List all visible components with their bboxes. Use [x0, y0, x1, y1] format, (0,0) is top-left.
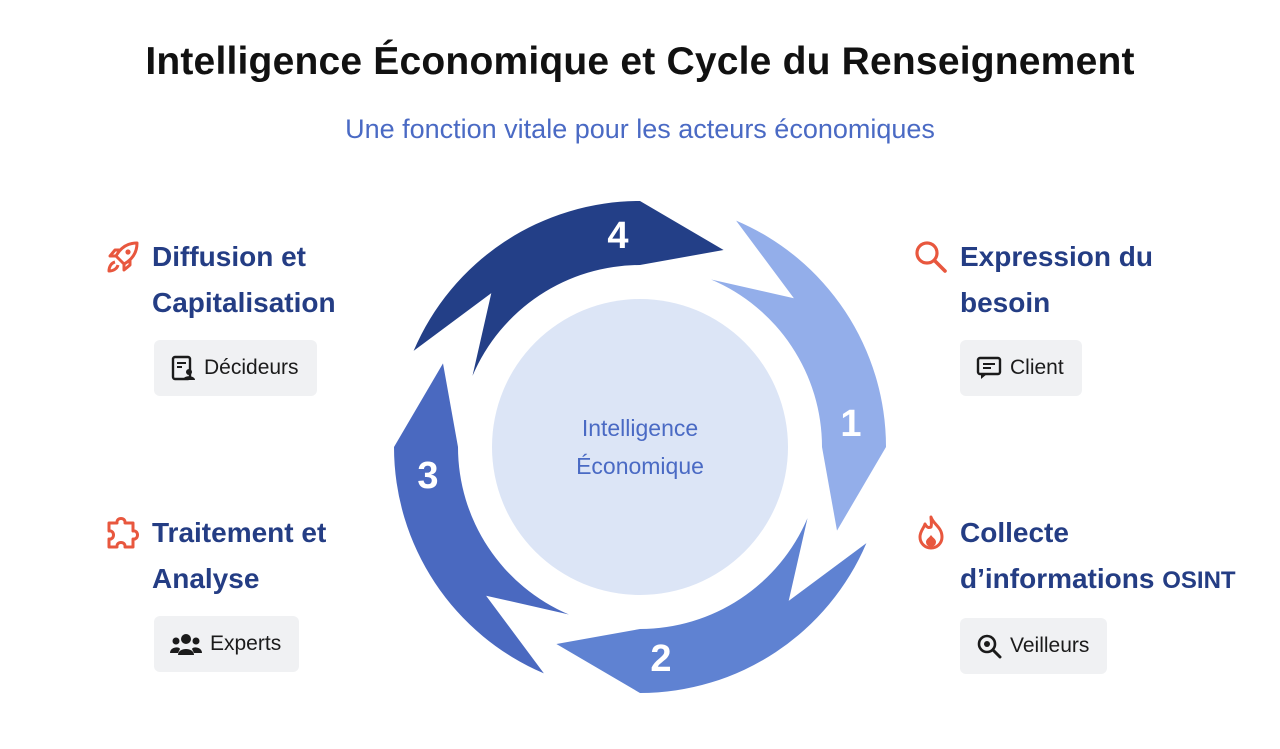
- rocket-icon: [107, 241, 139, 273]
- cycle-segment-4: [413, 201, 724, 376]
- actor-label: Client: [1010, 356, 1064, 379]
- step-expression-du-besoin: Expression du besoin Client: [912, 234, 1153, 396]
- center-label-line2: Économique: [576, 453, 704, 479]
- search-icon: [915, 241, 947, 273]
- step-label: Expression du besoin: [960, 241, 1153, 318]
- step-number-1: 1: [840, 403, 861, 445]
- step-number-4: 4: [607, 215, 628, 257]
- fire-icon: [918, 515, 944, 550]
- step-diffusion-capitalisation: Diffusion et Capitalisation Décideurs: [104, 234, 336, 396]
- center-circle: [492, 299, 788, 595]
- cycle-segment-1: [711, 220, 886, 531]
- zoom-icon: [977, 634, 1002, 659]
- actor-badge-veilleurs: Veilleurs: [960, 618, 1108, 674]
- actor-label: Veilleurs: [1010, 634, 1090, 657]
- actor-badge-client: Client: [960, 340, 1082, 396]
- cycle-segment-3: [394, 363, 569, 674]
- step-label: Traitement et Analyse: [152, 517, 327, 594]
- center-label-line1: Intelligence: [582, 415, 698, 441]
- actor-badge-experts: Experts: [154, 616, 300, 672]
- step-number-3: 3: [417, 455, 438, 497]
- cycle-segment-2: [556, 518, 867, 693]
- actor-label: Décideurs: [204, 356, 299, 379]
- step-label: Diffusion et Capitalisation: [152, 241, 336, 318]
- step-collecte-informations: Collecte d’informations OSINT Veilleurs: [912, 510, 1236, 674]
- message-icon: [976, 356, 1002, 379]
- people-icon: [170, 634, 202, 655]
- step-number-2: 2: [650, 638, 671, 680]
- report-icon: [171, 355, 195, 381]
- step-traitement-analyse: Traitement et Analyse Experts: [104, 510, 326, 672]
- puzzle-icon: [107, 517, 139, 549]
- step-label: Collecte d’informations OSINT: [960, 517, 1236, 594]
- page-subtitle: Une fonction vitale pour les acteurs éco…: [345, 114, 935, 144]
- actor-badge-decideurs: Décideurs: [154, 340, 317, 396]
- osint-tag: OSINT: [1162, 567, 1236, 594]
- page-title: Intelligence Économique et Cycle du Rens…: [145, 40, 1135, 83]
- actor-label: Experts: [210, 632, 282, 655]
